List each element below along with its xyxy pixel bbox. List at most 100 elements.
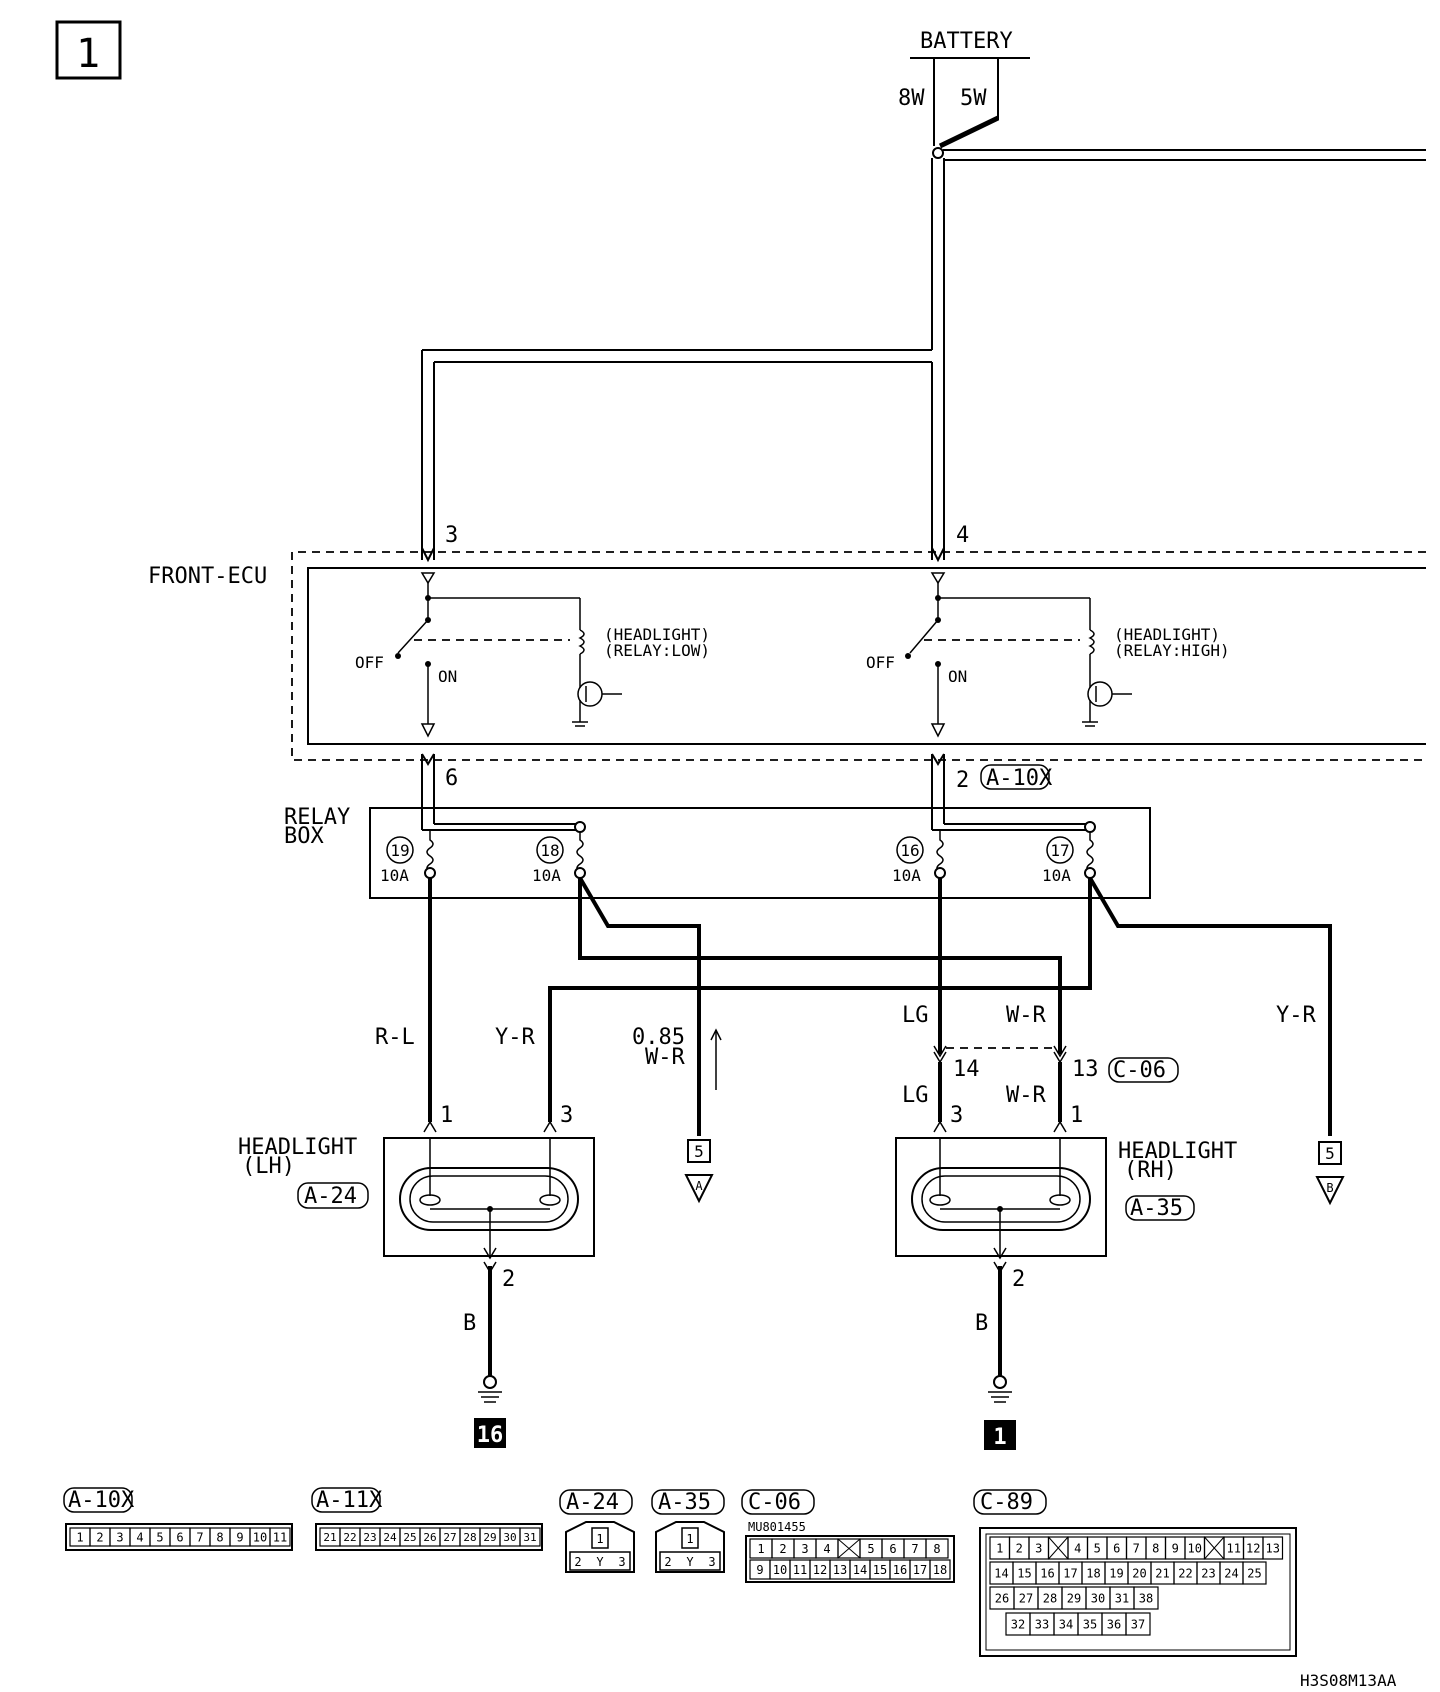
a10x-pin: 8 [216,1530,223,1544]
c06-pin: 12 [813,1563,827,1577]
relay-box-label-2: BOX [284,824,324,849]
legend-c89-name: C-89 [980,1490,1033,1515]
c06-pin: 5 [867,1542,874,1556]
a10x-pin: 5 [156,1530,163,1544]
a11x-pin: 24 [383,1531,397,1544]
ref-b-letter: B [1326,1181,1333,1195]
c89-pin: 5 [1094,1541,1101,1555]
c89-pin: 37 [1131,1617,1145,1631]
ecu-pin-in-right: 4 [956,523,969,548]
ecu-on-left: ON [438,667,457,686]
c89-pin: 21 [1155,1566,1169,1580]
legend-c06-partno: MU801455 [748,1520,806,1534]
page-number: 1 [76,31,100,77]
c06-pin: 15 [873,1563,887,1577]
fuse-16-num: 16 [900,841,919,860]
fuse-17-num: 17 [1050,841,1069,860]
c06-pin-right: 13 [1072,1057,1099,1082]
c06-pin-left: 14 [953,1057,980,1082]
c06-pin: 9 [756,1563,763,1577]
wire-rl: R-L [375,1025,415,1050]
c06-pin: 16 [893,1563,907,1577]
c89-pin: 33 [1035,1617,1049,1631]
c89-pin: 27 [1019,1591,1033,1605]
c06-pin: 2 [779,1542,786,1556]
page-number-box [55,20,122,80]
c06-pin-cell [929,1559,951,1580]
fuse-19-num: 19 [390,841,409,860]
c89-pin: 10 [1188,1541,1202,1555]
a10x-tag: A-10X [986,766,1053,791]
a10x-pin: 2 [96,1530,103,1544]
c89-pin: 6 [1113,1541,1120,1555]
c89-pin: 31 [1115,1591,1129,1605]
ref-b-num: 5 [1325,1144,1335,1163]
c89-pin-blank-mark [1048,1536,1069,1560]
c89-pin: 15 [1017,1566,1031,1580]
wire-wr-bottom: W-R [1006,1083,1046,1108]
a10x-pin-cell [269,1527,291,1547]
fuse-18-rating: 10A [532,866,561,885]
c89-pin: 32 [1011,1617,1025,1631]
c89-pin-blank-mark [1204,1536,1225,1560]
legend-a10x-name: A-10X [68,1488,135,1513]
headlight-rh-label-1: HEADLIGHT [1118,1139,1237,1164]
lh-pin1: 1 [440,1103,453,1128]
wire-wr-mid: W-R [645,1045,685,1070]
c89-pin: 2 [1016,1541,1023,1555]
fuse-19-rating: 10A [380,866,409,885]
a11x-pin: 21 [323,1531,336,1544]
a11x-pin: 25 [403,1531,416,1544]
a11x-pin-cell [519,1527,541,1547]
c89-pin: 18 [1086,1566,1100,1580]
legend-a24-pin2: 2 [574,1555,581,1569]
legend-a11x-name: A-11X [316,1488,383,1513]
a35-tag: A-35 [1130,1196,1183,1221]
c89-pin: 1 [996,1541,1003,1555]
a11x-pin: 29 [483,1531,496,1544]
a10x-pin: 11 [273,1530,287,1544]
c06-pin: 8 [933,1542,940,1556]
a11x-pin: 22 [343,1531,356,1544]
relay-high-label-1: (HEADLIGHT) [1114,625,1220,644]
legend-a35-pin1: 1 [686,1532,693,1546]
a11x-pin: 23 [363,1531,376,1544]
power-feed-lines [421,158,945,563]
c89-pin-cell [1125,1612,1151,1636]
relay-box-label-1: RELAY [284,805,350,830]
wire-b-left: B [463,1311,476,1336]
c06-pin: 18 [933,1563,947,1577]
c89-pin: 22 [1178,1566,1192,1580]
ground-left: 16 [477,1423,504,1448]
c89-pin: 17 [1063,1566,1077,1580]
front-ecu-label: FRONT-ECU [148,564,267,589]
wire-gauge: 0.85 [632,1025,685,1050]
diagram-code: H3S08M13AA [1300,1671,1397,1690]
wire-yr-right: Y-R [1276,1003,1316,1028]
legend-a35-name: A-35 [658,1490,711,1515]
fuse-18-num: 18 [540,841,559,860]
a11x-pin: 28 [463,1531,476,1544]
c06-pin: 3 [801,1542,808,1556]
ecu-pin-out-left: 6 [445,766,458,791]
fuse-16-rating: 10A [892,866,921,885]
ecu-pin-in-left: 3 [445,523,458,548]
c89-pin: 14 [994,1566,1008,1580]
ref-a-letter: A [695,1179,703,1193]
a10x-pin: 9 [236,1530,243,1544]
c06-pin: 11 [793,1563,807,1577]
legend-a35-pin2: 2 [664,1555,671,1569]
a11x-pin: 26 [423,1531,436,1544]
c89-pin: 9 [1172,1541,1179,1555]
c89-pin: 23 [1201,1566,1215,1580]
rh-pin3: 3 [950,1103,963,1128]
legend-a24-pin1: 1 [596,1532,603,1546]
headlight-lh: HEADLIGHT (LH) A-24 1 3 2 B 16 [238,1103,595,1448]
c89-pin: 4 [1074,1541,1081,1555]
c06-pin: 17 [913,1563,927,1577]
c89-pin: 28 [1043,1591,1057,1605]
wire-wr-top: W-R [1006,1003,1046,1028]
